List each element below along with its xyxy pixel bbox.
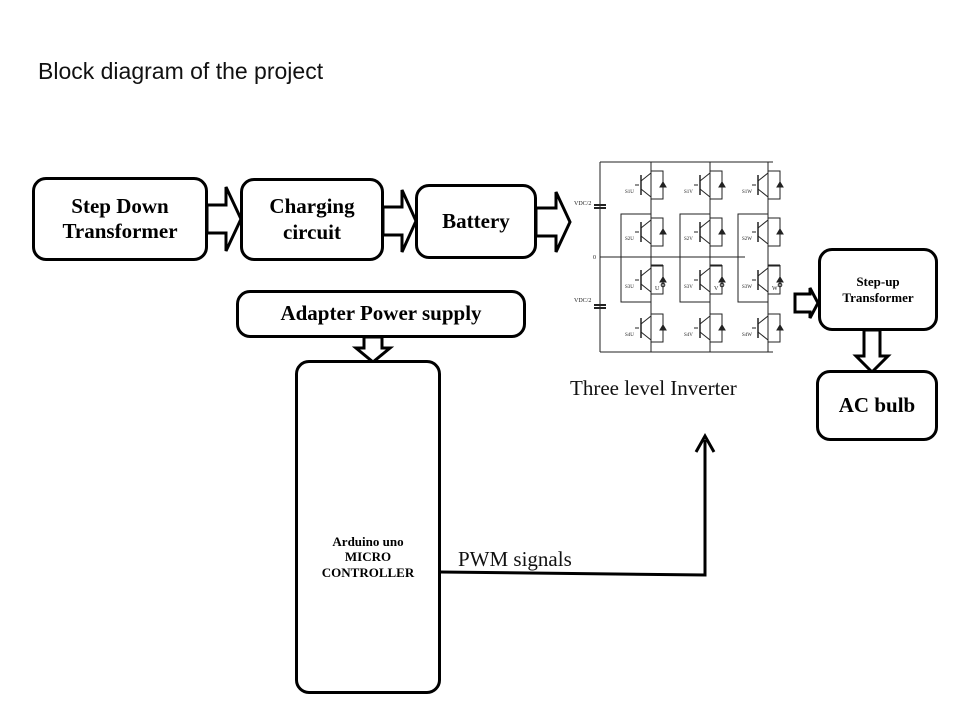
igbt-switch-icon — [640, 235, 652, 245]
ac-bulb-label: AC bulb — [838, 392, 916, 417]
igbt-switch-icon — [640, 331, 652, 341]
igbt-switch-icon — [640, 315, 652, 325]
slide-title: Block diagram of the project — [38, 58, 324, 84]
arrow-stepup-to-bulb — [852, 328, 892, 375]
switch-label: S2V — [684, 237, 693, 242]
igbt-switch-icon — [757, 172, 769, 182]
igbt-switch-icon — [699, 331, 711, 341]
arrow-adapter-to-arduino — [351, 335, 395, 364]
three-level-inverter-schematic: VDC/2VDC/20S1US2US3US4UUS1VS2VS3VS4VVS1W… — [574, 161, 784, 353]
adapter-label: Adapter Power supply — [280, 301, 482, 326]
charging-label: Charging circuit — [269, 194, 355, 244]
arrow-charging-to-battery — [381, 189, 418, 253]
switch-label: S1V — [684, 190, 693, 195]
switch-label: S1W — [742, 190, 752, 195]
igbt-switch-icon — [757, 267, 769, 277]
diode-icon — [776, 228, 784, 235]
clamp-diode-loop — [737, 213, 769, 303]
switch-label: S2W — [742, 237, 752, 242]
igbt-switch-icon — [757, 219, 769, 229]
diode-icon — [659, 181, 667, 188]
arrow-stepdown-to-charging — [205, 186, 243, 252]
phase-output-label: W — [772, 286, 778, 292]
step-down-label: Step Down Transformer — [62, 193, 178, 243]
phase-terminal-icon — [777, 282, 783, 288]
vdc-bottom-label: VDC/2 — [574, 298, 591, 304]
diode-icon — [718, 181, 726, 188]
switch-label: S1U — [625, 190, 634, 195]
diode-icon — [718, 324, 726, 331]
phase-output-label: U — [655, 286, 660, 292]
vdc-top-label: VDC/2 — [574, 201, 591, 207]
switch-label: S4U — [625, 333, 634, 338]
pwm-signal-line — [439, 432, 716, 577]
igbt-switch-icon — [640, 219, 652, 229]
diode-icon — [659, 228, 667, 235]
arduino-label: Arduino uno — [332, 533, 404, 549]
ac-bulb-block: AC bulb — [816, 370, 938, 441]
igbt-switch-icon — [757, 235, 769, 245]
controller-label: CONTROLLER — [321, 564, 415, 580]
igbt-switch-icon — [640, 188, 652, 198]
igbt-switch-icon — [640, 267, 652, 277]
arrow-battery-to-inverter — [534, 191, 572, 253]
switch-label: S3V — [684, 285, 693, 290]
clamp-diode-loop — [679, 213, 711, 303]
igbt-switch-icon — [699, 188, 711, 198]
step-up-transformer-block: Step-up Transformer — [818, 248, 938, 331]
switch-label: S2U — [625, 237, 634, 242]
diode-icon — [659, 324, 667, 331]
igbt-switch-icon — [699, 267, 711, 277]
charging-circuit-block: Charging circuit — [240, 178, 384, 261]
clamp-diode-loop — [620, 213, 652, 303]
phase-terminal-icon — [660, 282, 666, 288]
igbt-switch-icon — [699, 172, 711, 182]
switch-label: S3U — [625, 285, 634, 290]
pwm-signals-label: PWM signals — [458, 547, 572, 571]
igbt-switch-icon — [699, 219, 711, 229]
igbt-switch-icon — [699, 315, 711, 325]
phase-output-label: V — [714, 286, 719, 292]
diode-icon — [776, 181, 784, 188]
switch-label: S3W — [742, 285, 752, 290]
switch-label: S4W — [742, 333, 752, 338]
phase-terminal-icon — [719, 282, 725, 288]
igbt-switch-icon — [699, 283, 711, 293]
micro-label: MICRO — [344, 549, 392, 565]
igbt-switch-icon — [640, 283, 652, 293]
diode-icon — [718, 228, 726, 235]
switch-label: S4V — [684, 333, 693, 338]
arduino-microcontroller-block: Arduino uno MICRO CONTROLLER — [295, 360, 441, 694]
igbt-switch-icon — [640, 172, 652, 182]
diode-icon — [776, 324, 784, 331]
arrow-inverter-to-stepup — [793, 287, 820, 319]
igbt-switch-icon — [757, 315, 769, 325]
inverter-caption: Three level Inverter — [570, 376, 737, 400]
igbt-switch-icon — [757, 283, 769, 293]
step-up-label: Step-up Transformer — [842, 273, 914, 305]
adapter-power-supply-block: Adapter Power supply — [236, 290, 526, 338]
igbt-switch-icon — [757, 188, 769, 198]
battery-label: Battery — [442, 208, 510, 233]
igbt-switch-icon — [699, 235, 711, 245]
step-down-transformer-block: Step Down Transformer — [32, 177, 208, 261]
battery-block: Battery — [415, 184, 537, 259]
igbt-switch-icon — [757, 331, 769, 341]
neutral-label: 0 — [593, 255, 596, 261]
